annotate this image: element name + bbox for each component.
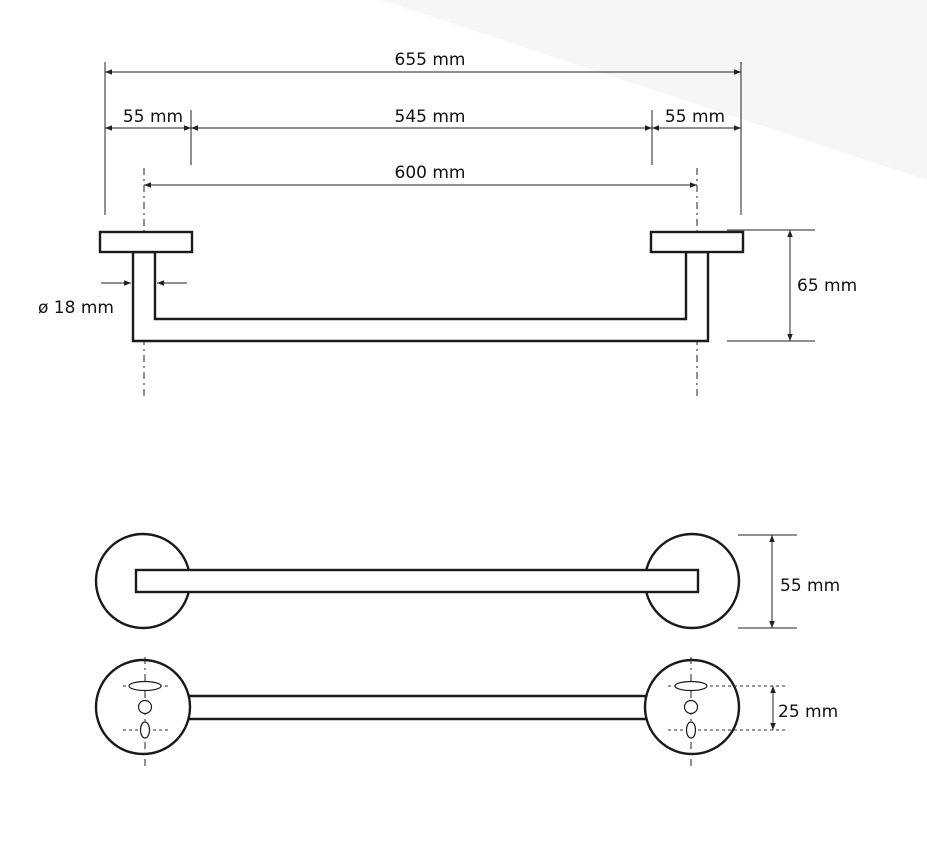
rail-top-view: [134, 568, 700, 594]
tube-diameter-label: ø 18 mm: [38, 298, 114, 318]
back-view: 25 mm: [94, 657, 838, 767]
hole-spacing-label: 25 mm: [778, 702, 838, 722]
right-round-hole-icon: [683, 699, 699, 715]
left-base-label: 55 mm: [123, 107, 183, 127]
left-mounting-holes: [123, 657, 168, 767]
total-length-label: 655 mm: [395, 50, 466, 70]
left-oval-hole-icon: [139, 721, 151, 739]
left-slot-hole-icon: [128, 680, 162, 692]
right-mounting-holes: [668, 657, 785, 767]
right-base-label: 55 mm: [665, 107, 725, 127]
rail-side-profile: [131, 250, 710, 343]
side-view: 655 mm 55 mm 545 mm 55 mm 600 mm ø 18 mm…: [38, 50, 857, 400]
projection-label: 65 mm: [797, 276, 857, 296]
left-wall-mount: [98, 230, 194, 254]
left-round-hole-icon: [137, 699, 153, 715]
right-wall-mount: [649, 230, 745, 254]
base-diameter-label: 55 mm: [780, 576, 840, 596]
right-oval-hole-icon: [685, 721, 697, 739]
background-shade: [380, 0, 927, 180]
inner-span-label: 545 mm: [395, 107, 466, 127]
right-slot-hole-icon: [674, 680, 708, 692]
center-distance-label: 600 mm: [395, 163, 466, 183]
top-view: 55 mm: [94, 532, 840, 630]
